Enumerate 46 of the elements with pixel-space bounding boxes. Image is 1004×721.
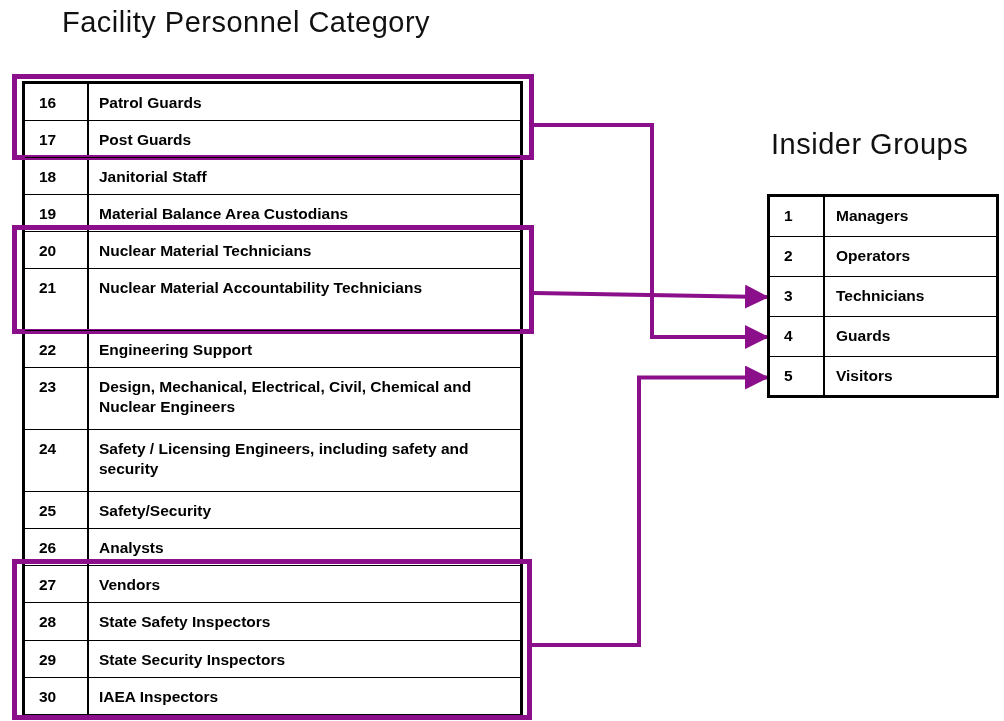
row-number: 29 — [39, 650, 57, 670]
row-number: 1 — [784, 206, 793, 226]
arrow — [532, 365, 769, 647]
row-number: 25 — [39, 501, 57, 521]
row-label: Engineering Support — [99, 340, 254, 360]
row-number: 4 — [784, 326, 793, 346]
row-label: Technicians — [836, 286, 926, 306]
row-label: Vendors — [99, 575, 162, 595]
row-number: 24 — [39, 439, 57, 459]
row-number: 20 — [39, 241, 57, 261]
row-number: 26 — [39, 538, 57, 558]
row-label: Nuclear Material Technicians — [99, 241, 313, 261]
row-number: 30 — [39, 687, 57, 707]
table-heading: Facility Personnel Category — [62, 6, 431, 39]
arrow — [533, 284, 769, 309]
row-label: Visitors — [836, 366, 894, 386]
row-label: Design, Mechanical, Electrical, Civil, Chemical and Nuclear Engineers — [99, 377, 473, 417]
row-number: 16 — [39, 93, 57, 113]
row-number: 19 — [39, 204, 57, 224]
row-label: Janitorial Staff — [99, 167, 208, 187]
row-label: Managers — [836, 206, 910, 226]
row-label: State Security Inspectors — [99, 650, 287, 670]
row-label: IAEA Inspectors — [99, 687, 220, 707]
row-label: Patrol Guards — [99, 93, 203, 113]
row-number: 21 — [39, 278, 57, 298]
row-label: Safety / Licensing Engineers, including safety and security — [99, 439, 470, 479]
row-label: Analysts — [99, 538, 165, 558]
row-number: 5 — [784, 366, 793, 386]
row-number: 27 — [39, 575, 57, 595]
row-number: 2 — [784, 246, 793, 266]
row-label: Safety/Security — [99, 501, 212, 521]
row-number: 18 — [39, 167, 57, 187]
highlight-frame — [12, 74, 534, 160]
row-number: 3 — [784, 286, 793, 306]
row-label: Material Balance Area Custodians — [99, 204, 350, 224]
row-label: Post Guards — [99, 130, 193, 150]
arrow — [534, 123, 769, 349]
row-number: 22 — [39, 340, 57, 360]
row-label: Guards — [836, 326, 892, 346]
row-number: 23 — [39, 377, 57, 397]
row-label: State Safety Inspectors — [99, 612, 272, 632]
row-number: 17 — [39, 130, 57, 150]
table-heading: Insider Groups — [771, 128, 969, 161]
row-number: 28 — [39, 612, 57, 632]
row-label: Operators — [836, 246, 912, 266]
row-label: Nuclear Material Accountability Technicians — [99, 278, 423, 298]
